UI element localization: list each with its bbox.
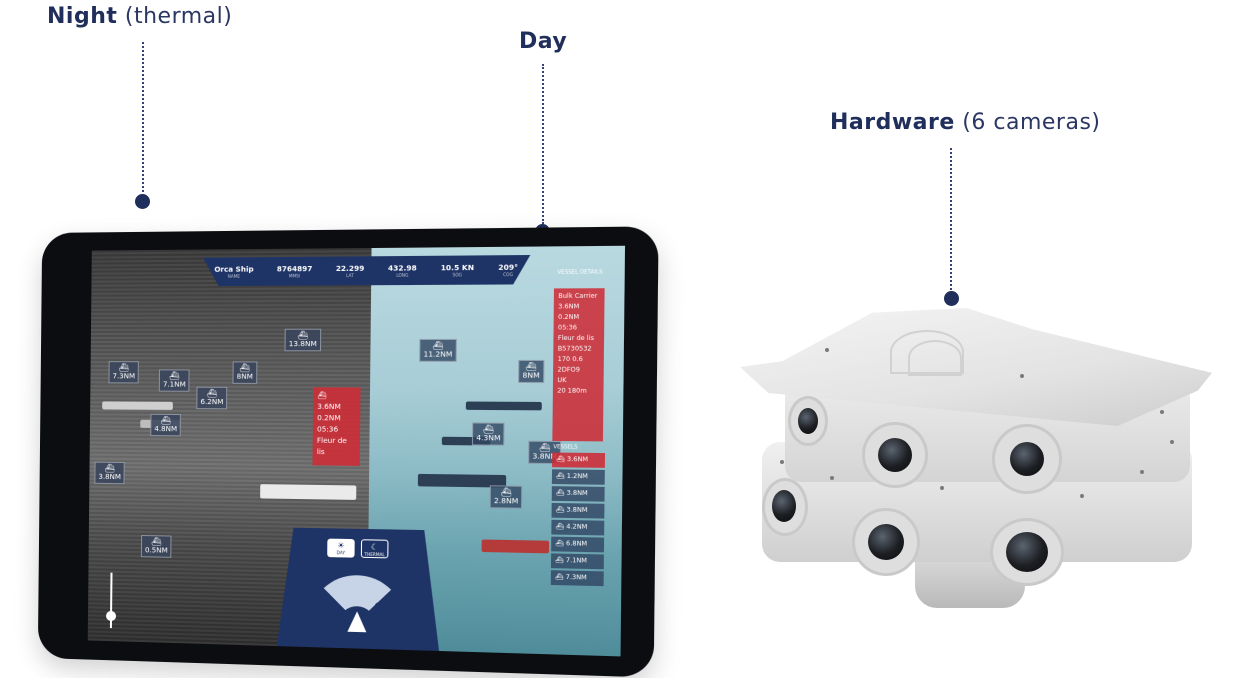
day-callout-label: Day: [519, 29, 567, 54]
ship-icon: ⛴: [494, 488, 518, 497]
camera-lens: [1010, 442, 1044, 476]
ship-icon: ⛴: [523, 363, 540, 371]
vessel-list-item[interactable]: ⛴ 3.6NM: [552, 452, 605, 467]
night-callout-label: Night: [47, 4, 117, 29]
ship-icon: ⛴: [154, 417, 177, 425]
target-tag[interactable]: ⛴4.8NM: [150, 414, 181, 437]
camera-lens: [772, 490, 796, 522]
camera-hardware-unit: [740, 300, 1212, 612]
camera-control-panel: ☀DAY ☾THERMAL: [276, 527, 441, 655]
housing-bolt: [830, 476, 834, 480]
ship-icon: ⛴: [98, 465, 121, 473]
hardware-callout: Hardware (6 cameras): [830, 110, 1100, 135]
zoom-slider-handle[interactable]: [106, 611, 116, 621]
target-tag[interactable]: ⛴4.3NM: [472, 422, 505, 445]
selected-target-card[interactable]: ⛴ 3.6NM 0.2NM 05:36 Fleur de lis: [312, 387, 360, 466]
vessel-list-item[interactable]: ⛴ 1.2NM: [552, 469, 605, 484]
housing-bolt: [825, 348, 829, 352]
hardware-callout-label: Hardware: [830, 110, 955, 135]
night-dot: [135, 194, 150, 209]
camera-lens: [1006, 532, 1048, 572]
vessel-list: ⛴ 3.6NM ⛴ 1.2NM ⛴ 3.8NM ⛴ 3.8NM ⛴ 4.2NM …: [551, 452, 605, 588]
camera-lens: [878, 438, 912, 472]
info-name: Orca ShipNAME: [214, 265, 253, 279]
ship-silhouette: [260, 484, 356, 500]
ship-icon: ⛴: [113, 364, 136, 372]
ship-icon: ⛴: [289, 332, 317, 340]
hardware-callout-sub: (6 cameras): [962, 110, 1100, 135]
housing-bolt: [1140, 470, 1144, 474]
night-callout-sub: (thermal): [125, 4, 232, 29]
moon-icon: ☾: [362, 542, 387, 552]
ship-icon: ⛴: [237, 364, 253, 372]
camera-lens: [798, 408, 818, 434]
target-tag[interactable]: ⛴8NM: [518, 360, 544, 383]
day-mode-button[interactable]: ☀DAY: [327, 539, 355, 558]
info-long: 432.98LONG: [388, 264, 417, 278]
night-callout: Night (thermal): [47, 4, 232, 29]
vessels-title: VESSELS: [553, 444, 577, 451]
vessel-list-item[interactable]: ⛴ 4.2NM: [551, 520, 604, 536]
ship-icon: ⛴: [476, 426, 500, 435]
ship-icon: ⛴: [200, 390, 223, 398]
day-callout: Day: [519, 29, 567, 54]
vessel-list-item[interactable]: ⛴ 6.8NM: [551, 537, 604, 553]
target-tag[interactable]: ⛴0.5NM: [141, 535, 172, 558]
info-lat: 22.299LAT: [336, 264, 365, 278]
tablet-screen: Orca ShipNAME 8764897MMSI 22.299LAT 432.…: [88, 246, 625, 657]
night-leader: [142, 42, 144, 192]
housing-bolt: [1080, 494, 1084, 498]
ship-silhouette: [466, 402, 542, 411]
tablet-device: Orca ShipNAME 8764897MMSI 22.299LAT 432.…: [38, 226, 659, 677]
day-leader: [542, 64, 544, 224]
target-tag[interactable]: ⛴11.2NM: [419, 339, 457, 362]
ship-silhouette: [102, 401, 173, 410]
target-tag[interactable]: ⛴2.8NM: [490, 485, 523, 509]
vessel-list-item[interactable]: ⛴ 3.8NM: [552, 503, 605, 519]
vessel-details-title: VESSEL DETAILS: [557, 269, 602, 276]
vessel-list-item[interactable]: ⛴ 7.3NM: [551, 570, 604, 586]
thermal-mode-button[interactable]: ☾THERMAL: [361, 539, 389, 558]
vessel-details-panel: Bulk Carrier 3.6NM 0.2NM 05:36 Fleur de …: [552, 288, 604, 441]
info-mmsi: 8764897MMSI: [277, 264, 313, 278]
target-tag[interactable]: ⛴7.1NM: [159, 369, 190, 391]
shield-emboss: [908, 340, 962, 376]
housing-bolt: [1170, 440, 1174, 444]
housing-bolt: [1020, 374, 1024, 378]
housing-bolt: [1160, 410, 1164, 414]
target-tag[interactable]: ⛴7.3NM: [108, 361, 139, 383]
vessel-info-bar: Orca ShipNAME 8764897MMSI 22.299LAT 432.…: [203, 255, 531, 286]
housing-bolt: [940, 486, 944, 490]
ship-icon: ⛴: [424, 342, 453, 350]
vessel-list-item[interactable]: ⛴ 7.1NM: [551, 553, 604, 569]
info-cog: 209°COG: [498, 263, 518, 277]
sun-icon: ☀: [327, 541, 354, 551]
vessel-list-item[interactable]: ⛴ 3.8NM: [552, 486, 605, 502]
camera-lens: [868, 524, 904, 560]
hardware-leader: [950, 148, 952, 290]
ship-icon: ⛴: [317, 390, 356, 402]
ship-icon: ⛴: [163, 372, 186, 380]
target-tag[interactable]: ⛴6.2NM: [196, 387, 227, 410]
target-tag[interactable]: ⛴13.8NM: [284, 329, 321, 352]
housing-bolt: [780, 460, 784, 464]
target-tag[interactable]: ⛴3.8NM: [94, 462, 125, 485]
target-tag[interactable]: ⛴8NM: [232, 361, 257, 384]
ship-silhouette: [482, 539, 550, 553]
info-sog: 10.5 KNSOG: [441, 263, 474, 277]
